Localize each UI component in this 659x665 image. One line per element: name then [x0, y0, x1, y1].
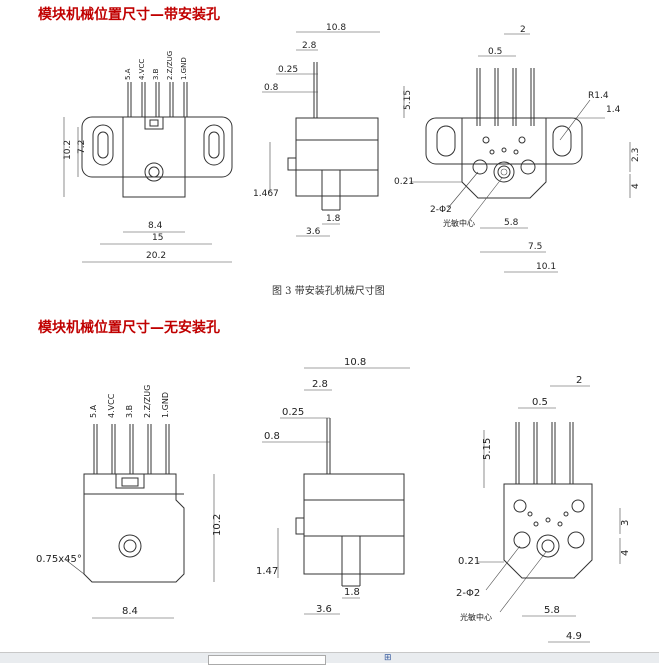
pin-label-vcc: 4.VCC	[138, 59, 146, 80]
dim-right-d10: 10.1	[536, 262, 556, 272]
pin-label-b: 3.B	[152, 68, 160, 80]
dim-front-height-2: 10.2	[212, 514, 223, 536]
front-view-2: 5.A 4.VCC 3.B 2.Z/ZUG 1.GND 0.75x45° 10.…	[36, 385, 223, 619]
dim-front-height-outer: 10.2	[63, 140, 73, 160]
dim-front-width-b: 15	[152, 233, 163, 243]
mechanical-drawing-with-holes: 5.A 4.VCC 3.B 2.Z/ZUG 1.GND 10.2 7.2 8.4…	[63, 23, 641, 273]
dim-chamfer: 0.75x45°	[36, 554, 82, 565]
dim-right-radius: R1.4	[588, 91, 609, 101]
pin-label-z: 2.Z/ZUG	[166, 51, 174, 80]
dim-right-holes-2: 2-Φ2	[456, 588, 480, 599]
figure-caption: 图 3 带安装孔机械尺寸图	[272, 286, 385, 297]
dim-side-d1-2: 2.8	[312, 379, 328, 390]
dim-right-d8: 5.8	[504, 218, 519, 228]
mechanical-drawing-without-holes: 5.A 4.VCC 3.B 2.Z/ZUG 1.GND 0.75x45° 10.…	[36, 357, 631, 643]
dim-side-d4-2: 1.47	[256, 566, 278, 577]
dim-right-d7: 0.21	[394, 177, 414, 187]
dim-front-height-inner: 7.2	[77, 140, 87, 154]
viewer-toolbar: ⊞	[0, 652, 659, 665]
dim-front-width-2: 8.4	[122, 606, 138, 617]
dim-right-d7-2: 5.8	[544, 605, 560, 616]
front-view: 5.A 4.VCC 3.B 2.Z/ZUG 1.GND 10.2 7.2 8.4…	[63, 51, 233, 263]
dim-right-d2: 0.5	[488, 47, 502, 57]
dim-side-d6-2: 3.6	[316, 604, 332, 615]
side-view: 10.8 2.8 0.25 0.8 1.467 1.8 3.6	[253, 23, 380, 237]
pin-label-a: 5.A	[124, 68, 132, 80]
toolbar-icon[interactable]: ⊞	[384, 653, 392, 663]
dim-side-top-width-2: 10.8	[344, 357, 366, 368]
page-input[interactable]	[208, 655, 326, 665]
right-view-2: 2 0.5 5.15 3 4 0.21 2-Φ2 光敏中心 5.8 4.9	[456, 375, 631, 643]
dim-right-d1: 2	[520, 25, 526, 35]
dim-right-d3-2: 5.15	[482, 438, 493, 460]
dim-side-d3-2: 0.8	[264, 431, 280, 442]
dim-right-d5: 2.3	[631, 148, 641, 162]
optical-center-label-2: 光敏中心	[460, 612, 492, 622]
dim-right-d8-2: 4.9	[566, 631, 582, 642]
dim-right-d3: 5.15	[403, 90, 413, 110]
dim-side-d4: 1.467	[253, 189, 279, 199]
optical-center-label: 光敏中心	[443, 218, 475, 228]
dim-right-d2-2: 0.5	[532, 397, 548, 408]
pin-label-vcc-2: 4.VCC	[107, 393, 116, 418]
pin-label-gnd: 1.GND	[180, 57, 188, 80]
dim-right-d9: 7.5	[528, 242, 542, 252]
dim-side-d5-2: 1.8	[344, 587, 360, 598]
dim-front-width-c: 20.2	[146, 251, 166, 261]
dim-right-d1-2: 2	[576, 375, 582, 386]
dim-side-d6: 3.6	[306, 227, 321, 237]
pin-label-b-2: 3.B	[125, 405, 134, 418]
side-view-2: 10.8 2.8 0.25 0.8 1.47 1.8 3.6	[256, 357, 410, 615]
dim-front-width-a: 8.4	[148, 221, 163, 231]
dim-side-d2-2: 0.25	[282, 407, 304, 418]
dim-right-d4: 1.4	[606, 105, 621, 115]
dim-right-d5-2: 4	[620, 550, 631, 556]
pin-label-z-2: 2.Z/ZUG	[143, 385, 152, 418]
pin-label-a-2: 5.A	[89, 404, 98, 418]
heading-with-mounting-holes: 模块机械位置尺寸—带安装孔	[38, 7, 220, 23]
dim-side-top-width: 10.8	[326, 23, 346, 33]
pin-label-gnd-2: 1.GND	[161, 392, 170, 418]
dim-side-d5: 1.8	[326, 214, 341, 224]
right-view: 2 0.5 5.15 R1.4 1.4 2.3 4 0.21 2-Φ2 光敏中心…	[394, 25, 641, 273]
dim-side-d1: 2.8	[302, 41, 317, 51]
dim-right-holes: 2-Φ2	[430, 205, 452, 215]
dim-right-d6-2: 0.21	[458, 556, 480, 567]
dim-right-d4-2: 3	[620, 520, 631, 526]
dim-side-d3: 0.8	[264, 83, 279, 93]
dim-side-d2: 0.25	[278, 65, 298, 75]
dim-right-d6: 4	[631, 183, 641, 189]
heading-without-mounting-holes: 模块机械位置尺寸—无安装孔	[38, 320, 220, 336]
